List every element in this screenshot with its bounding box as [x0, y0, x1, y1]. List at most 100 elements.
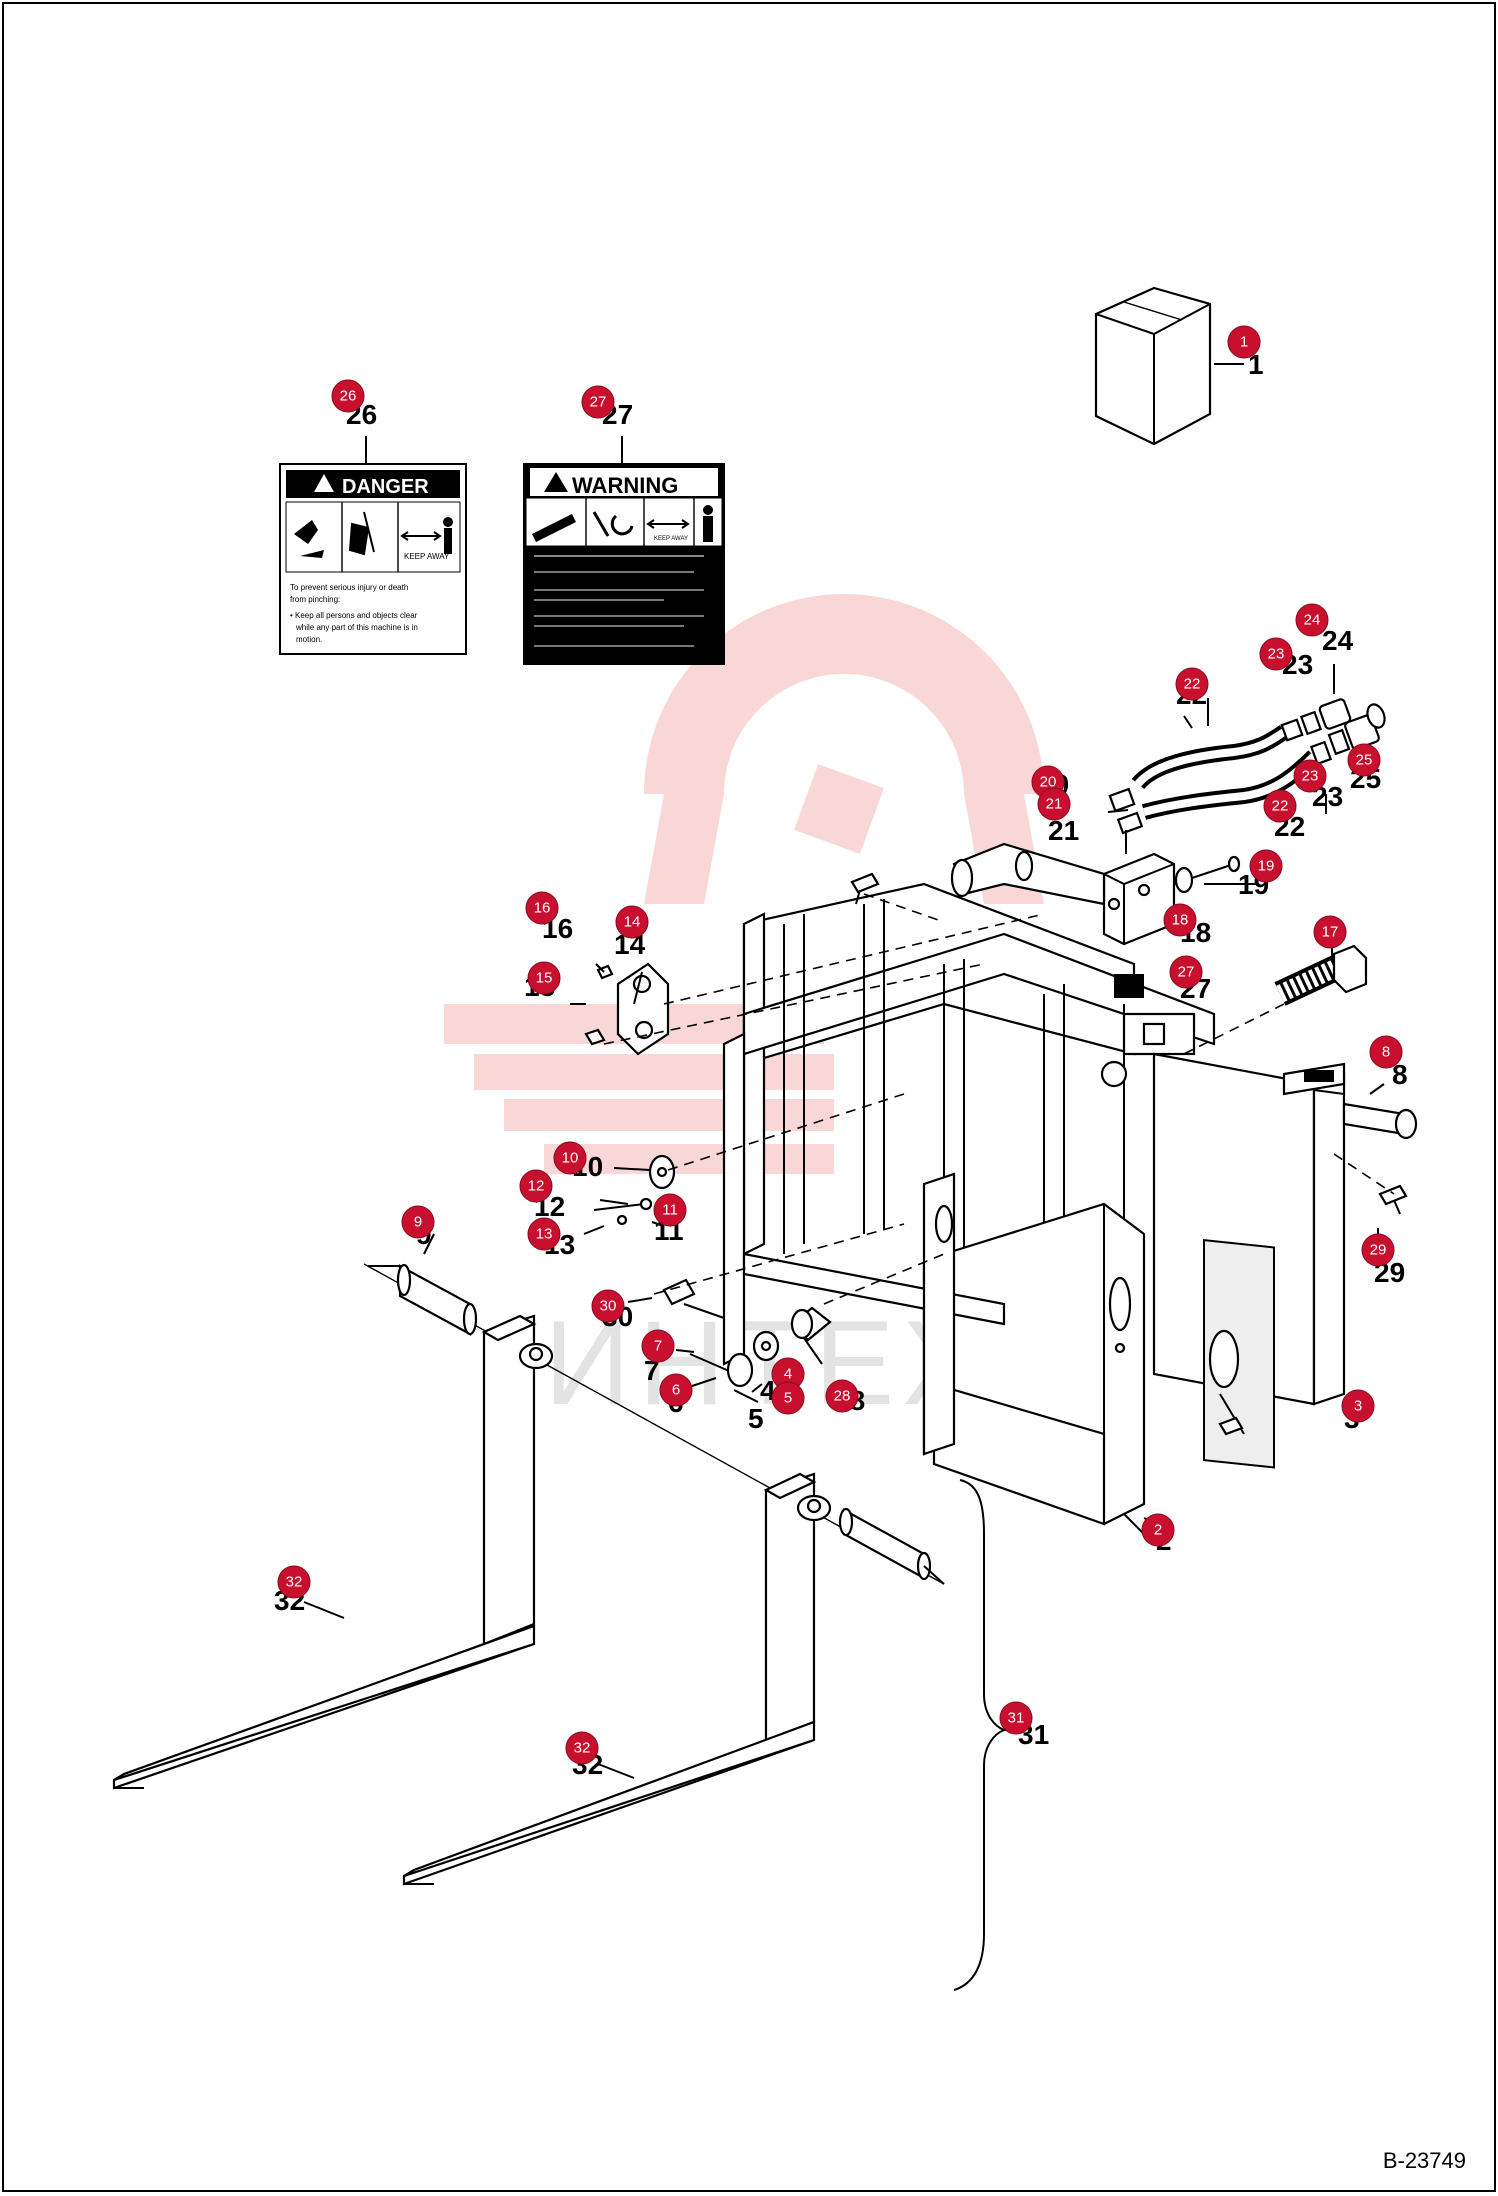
svg-text:23: 23	[1302, 768, 1319, 785]
callout-12[interactable]: 12	[519, 1169, 553, 1203]
svg-text:1: 1	[1248, 349, 1264, 380]
callout-23-lower[interactable]: 23	[1293, 759, 1327, 793]
danger-decal-title: DANGER	[342, 476, 429, 498]
callout-badges: 1 2 3 4 5 6 7 8 9 10 11 12 13 14 15 16 1…	[277, 325, 1403, 1765]
callout-19[interactable]: 19	[1249, 849, 1283, 883]
svg-text:7: 7	[654, 1338, 662, 1355]
decal-27-warning: 27 WARNING KEEP AWAY	[523, 399, 725, 665]
svg-text:14: 14	[624, 914, 641, 931]
part-32-fork-right	[402, 1472, 832, 1886]
callout-9[interactable]: 9	[401, 1205, 435, 1239]
callout-29[interactable]: 29	[1361, 1233, 1395, 1267]
parts-10-13-hardware	[593, 1154, 676, 1226]
svg-text:8: 8	[1392, 1059, 1408, 1090]
callout-28[interactable]: 28	[825, 1379, 859, 1413]
part-31-brace	[953, 1479, 1016, 1991]
svg-text:7: 7	[644, 1355, 660, 1386]
exploded-parts-diagram: ИНТЕХ 1 26 DANGER KEEP AWAY To prevent s…	[112, 286, 1418, 1991]
svg-text:17: 17	[1322, 924, 1339, 941]
callout-14[interactable]: 14	[615, 905, 649, 939]
warning-decal-title: WARNING	[572, 473, 678, 498]
svg-text:4: 4	[784, 1366, 792, 1383]
part-17-bolt	[1274, 944, 1368, 1006]
svg-text:5: 5	[784, 1390, 792, 1407]
svg-text:32: 32	[286, 1574, 303, 1591]
warning-decal-keep-away: KEEP AWAY	[654, 536, 688, 542]
svg-text:32: 32	[574, 1740, 591, 1757]
parts-29-30-clips	[850, 872, 1408, 1436]
callout-7[interactable]: 7	[641, 1329, 675, 1363]
svg-text:24: 24	[1322, 625, 1354, 656]
callout-11[interactable]: 11	[653, 1193, 687, 1227]
callout-32-left[interactable]: 32	[277, 1565, 311, 1599]
callout-25[interactable]: 25	[1347, 743, 1381, 777]
svg-text:18: 18	[1172, 912, 1189, 929]
svg-text:28: 28	[834, 1388, 851, 1405]
svg-text:23: 23	[1268, 646, 1285, 663]
part-2-frame	[722, 882, 1216, 1535]
callout-30[interactable]: 30	[591, 1289, 625, 1323]
callout-16[interactable]: 16	[525, 891, 559, 925]
svg-text:26: 26	[340, 388, 357, 405]
svg-text:31: 31	[1008, 1710, 1025, 1727]
decal-26-danger: 26 DANGER KEEP AWAY To prevent serious i…	[279, 399, 467, 655]
callout-15[interactable]: 15	[527, 961, 561, 995]
callout-2[interactable]: 2	[1141, 1513, 1175, 1547]
part-3-side-frame	[1152, 1052, 1346, 1469]
danger-decal-line5: motion.	[296, 635, 322, 644]
svg-text:11: 11	[662, 1202, 678, 1219]
svg-text:15: 15	[536, 970, 553, 987]
danger-decal-line2: from pinching:	[290, 595, 340, 604]
callout-6[interactable]: 6	[659, 1373, 693, 1407]
callout-23-upper[interactable]: 23	[1259, 637, 1293, 671]
parts-4-7-28-hardware	[662, 1278, 832, 1403]
part-9-sleeve	[368, 1263, 478, 1336]
drawing-code: B-23749	[1382, 2148, 1466, 2173]
svg-text:10: 10	[562, 1150, 579, 1167]
danger-decal-line1: To prevent serious injury or death	[290, 583, 408, 592]
part-9-sleeve-second	[838, 1507, 945, 1585]
callout-17[interactable]: 17	[1313, 915, 1347, 949]
svg-text:29: 29	[1370, 1242, 1387, 1259]
callout-24[interactable]: 24	[1295, 603, 1329, 637]
callout-26[interactable]: 26	[331, 379, 365, 413]
svg-text:30: 30	[600, 1298, 617, 1315]
svg-text:6: 6	[672, 1382, 680, 1399]
callout-21[interactable]: 21	[1037, 787, 1071, 821]
part-14-bracket	[584, 962, 670, 1056]
danger-decal-keep-away: KEEP AWAY	[404, 552, 450, 561]
callout-10[interactable]: 10	[553, 1141, 587, 1175]
svg-text:9: 9	[414, 1214, 422, 1231]
danger-decal-line4: while any part of this machine is in	[295, 623, 418, 632]
callout-5[interactable]: 5	[771, 1381, 805, 1415]
callout-8[interactable]: 8	[1369, 1035, 1403, 1069]
callout-22-lower[interactable]: 22	[1263, 789, 1297, 823]
svg-text:1: 1	[1240, 334, 1248, 351]
callout-22-upper[interactable]: 22	[1175, 667, 1209, 701]
svg-text:8: 8	[1382, 1044, 1390, 1061]
callout-27-frame[interactable]: 27	[1169, 955, 1203, 989]
part-1-box: 1	[1094, 286, 1264, 446]
callout-3[interactable]: 3	[1341, 1389, 1375, 1423]
callout-13[interactable]: 13	[527, 1217, 561, 1251]
callout-1[interactable]: 1	[1227, 325, 1261, 359]
svg-text:20: 20	[1040, 774, 1057, 791]
svg-text:21: 21	[1046, 796, 1063, 813]
svg-text:27: 27	[590, 394, 607, 411]
callout-32-right[interactable]: 32	[565, 1731, 599, 1765]
svg-text:19: 19	[1258, 858, 1275, 875]
part-32-fork-left	[112, 1314, 554, 1790]
svg-text:2: 2	[1154, 1522, 1162, 1539]
svg-text:22: 22	[1272, 798, 1289, 815]
svg-text:27: 27	[1178, 964, 1195, 981]
svg-text:13: 13	[536, 1226, 553, 1243]
svg-text:22: 22	[1184, 676, 1201, 693]
part-8-pin	[1313, 1089, 1418, 1140]
svg-text:12: 12	[528, 1178, 545, 1195]
callout-27-decal[interactable]: 27	[581, 385, 615, 419]
svg-text:25: 25	[1356, 752, 1373, 769]
callout-31[interactable]: 31	[999, 1701, 1033, 1735]
callout-18[interactable]: 18	[1163, 903, 1197, 937]
svg-text:16: 16	[534, 900, 551, 917]
